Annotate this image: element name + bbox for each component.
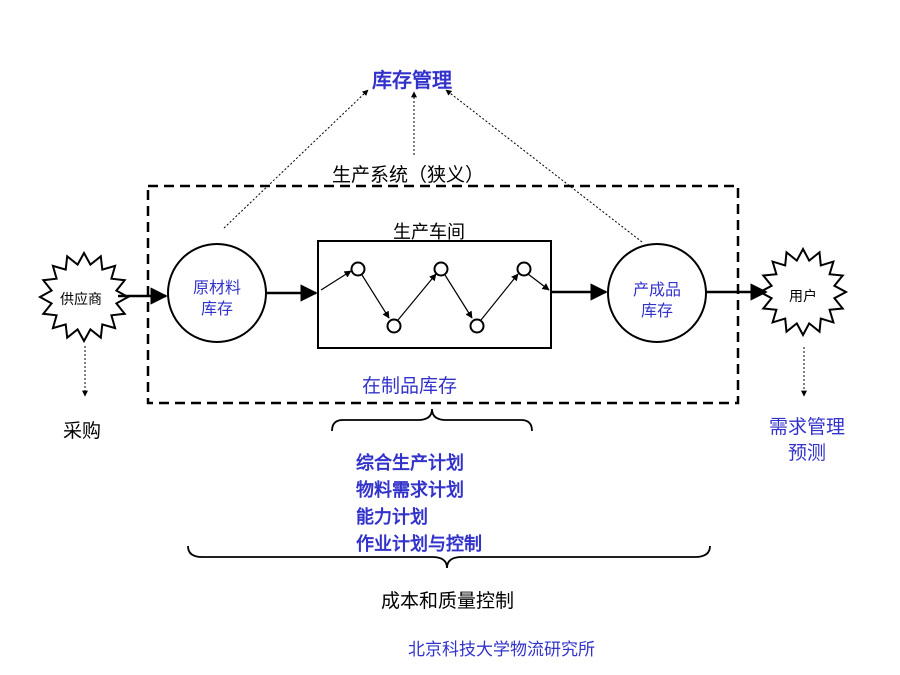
workstation-node (516, 261, 532, 277)
cost-quality-brace (187, 545, 711, 569)
demand-line2: 预测 (787, 442, 826, 464)
finished-goods-inventory-label: 产成品 库存 (617, 279, 697, 321)
planning-list: 综合生产计划 物料需求计划 能力计划 作业计划与控制 (356, 450, 482, 558)
dotted-arrow-raw-to-inventory-mgmt (223, 89, 369, 229)
finished-goods-line1: 产成品 (632, 280, 681, 299)
zigzag-segment (527, 273, 550, 291)
workstation-node (350, 261, 366, 277)
workstation-node (386, 318, 402, 334)
workstation-node (469, 318, 485, 334)
planning-item: 能力计划 (356, 507, 428, 528)
zigzag-segment (361, 274, 390, 319)
cost-quality-label: 成本和质量控制 (381, 590, 515, 612)
finished-goods-line2: 库存 (640, 301, 673, 320)
raw-material-line2: 库存 (200, 299, 233, 318)
planning-item: 物料需求计划 (356, 480, 464, 501)
supplier-starburst-shape (37, 250, 131, 344)
dotted-arrow-finished-to-inventory-mgmt (445, 89, 643, 243)
wip-inventory-label: 在制品库存 (362, 375, 458, 397)
workstation-node (433, 261, 449, 277)
raw-material-inventory-circle (167, 243, 267, 343)
planning-item: 综合生产计划 (356, 453, 464, 474)
raw-material-line1: 原材料 (192, 278, 241, 297)
planning-item: 作业计划与控制 (356, 534, 482, 555)
workshop-box (317, 240, 552, 349)
zigzag-segment (480, 273, 519, 321)
institution-footer: 北京科技大学物流研究所 (408, 640, 595, 660)
zigzag-segment (444, 274, 473, 319)
production-system-label: 生产系统（狭义） (332, 164, 485, 186)
customer-starburst-shape (757, 246, 849, 338)
workshop-label: 生产车间 (393, 222, 465, 243)
zigzag-segment (397, 273, 437, 321)
customer-label: 用户 (789, 289, 817, 305)
zigzag-segment (320, 270, 352, 291)
demand-management-label: 需求管理 预测 (752, 414, 862, 466)
supplier-label: 供应商 (60, 292, 102, 308)
inventory-management-title: 库存管理 (372, 68, 452, 92)
demand-line1: 需求管理 (768, 416, 845, 438)
finished-goods-inventory-circle (607, 243, 707, 343)
raw-material-inventory-label: 原材料 库存 (177, 277, 257, 319)
purchase-label: 采购 (63, 420, 102, 442)
production-system-boundary (146, 184, 740, 405)
planning-brace (331, 408, 533, 432)
